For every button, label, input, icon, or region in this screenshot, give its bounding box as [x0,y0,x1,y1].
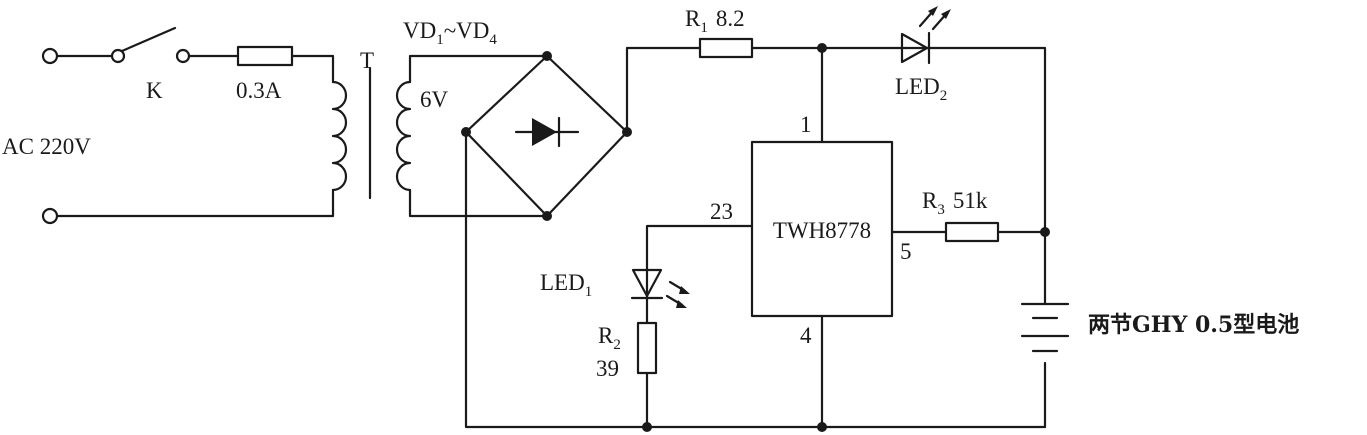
led1-emission-arrows [665,280,690,308]
pin1-label: 1 [800,112,812,137]
resistor-r1 [698,37,754,59]
pin5-label: 5 [900,239,912,264]
wire-primary-return [55,188,335,218]
node-ground-pin4 [817,422,827,432]
led1-triangle [631,268,663,298]
label-vd1-vd4: VD1~VD4 [403,18,497,48]
ic-label: TWH8778 [773,218,871,243]
node-ground-r2 [642,422,652,432]
switch-pivot [110,48,126,64]
node-right-rail [1040,227,1050,237]
input-section [41,26,549,225]
ground-rail [464,130,1047,432]
wire-pin23-to-led1 [645,224,754,271]
label-r2-value: 39 [596,356,619,381]
wire-fuse-to-primary [290,54,335,84]
ac-terminal-top [41,47,59,65]
label-6v: 6V [420,87,449,112]
ic-twh8778: TWH8778 1 23 5 4 [710,112,912,348]
label-switch-k: K [146,78,163,103]
label-led1: LED1 [540,270,592,300]
label-led2: LED2 [895,74,947,104]
indicator-branch [630,224,754,429]
wire-bridge-left-down [464,130,1047,429]
bridge-rectifier [461,51,632,221]
pin4-label: 4 [800,323,812,348]
battery-label: 两节GHY 0.5型电池 [1088,312,1299,338]
wire-secondary-bottom [408,188,549,218]
label-fuse: 0.3A [236,78,282,103]
label-r2: R2 [598,323,621,353]
wire-secondary-top [408,54,549,84]
wire-bridge-to-r1 [625,46,702,134]
ac-terminal-bottom [41,207,59,225]
bridge-diode-triangle [532,118,557,146]
label-ac-220v: AC 220V [2,134,91,159]
pin23-label: 23 [710,199,733,224]
label-transformer-t: T [360,48,374,73]
resistor-r2 [636,321,658,375]
switch-k-blade [120,26,177,53]
transformer-primary-coil [331,80,348,192]
resistor-r3 [944,221,1000,243]
switch-contact [175,48,191,64]
node-bridge-bottom [542,211,552,221]
node-bridge-top [542,51,552,61]
positive-rail [625,6,1047,306]
led2-emission-arrows [918,6,951,31]
battery-section: 两节GHY 0.5型电池 [890,221,1299,429]
fuse-symbol [236,45,294,67]
led2-triangle [900,32,929,64]
wire-led2-to-right-rail [928,46,1047,306]
transformer-secondary-coil [395,80,412,192]
battery-symbol [1020,302,1070,353]
